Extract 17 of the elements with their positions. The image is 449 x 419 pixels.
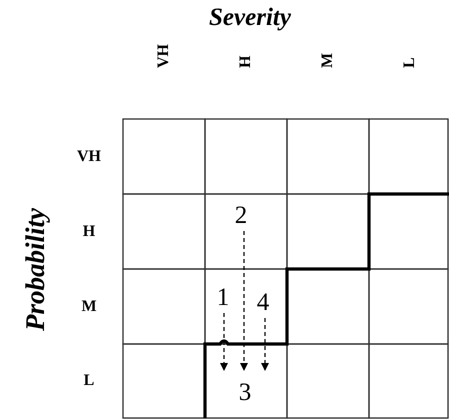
arrow [220, 313, 228, 371]
row-header: M [80, 299, 98, 315]
row-header: H [82, 224, 96, 240]
axis-title: Severity [208, 4, 292, 32]
risk-number: 2 [230, 203, 252, 229]
arrow [240, 231, 248, 371]
column-header: H [238, 54, 254, 68]
column-header: M [320, 52, 336, 68]
row-header: VH [76, 149, 102, 165]
risk-number: 4 [252, 290, 274, 316]
arrow [261, 318, 269, 371]
risk-number: 3 [234, 380, 256, 406]
risk-number: 1 [212, 285, 234, 311]
column-header: L [402, 56, 418, 68]
axis-title: Probability [20, 207, 50, 334]
row-header: L [82, 373, 96, 389]
column-header: VH [156, 46, 172, 68]
